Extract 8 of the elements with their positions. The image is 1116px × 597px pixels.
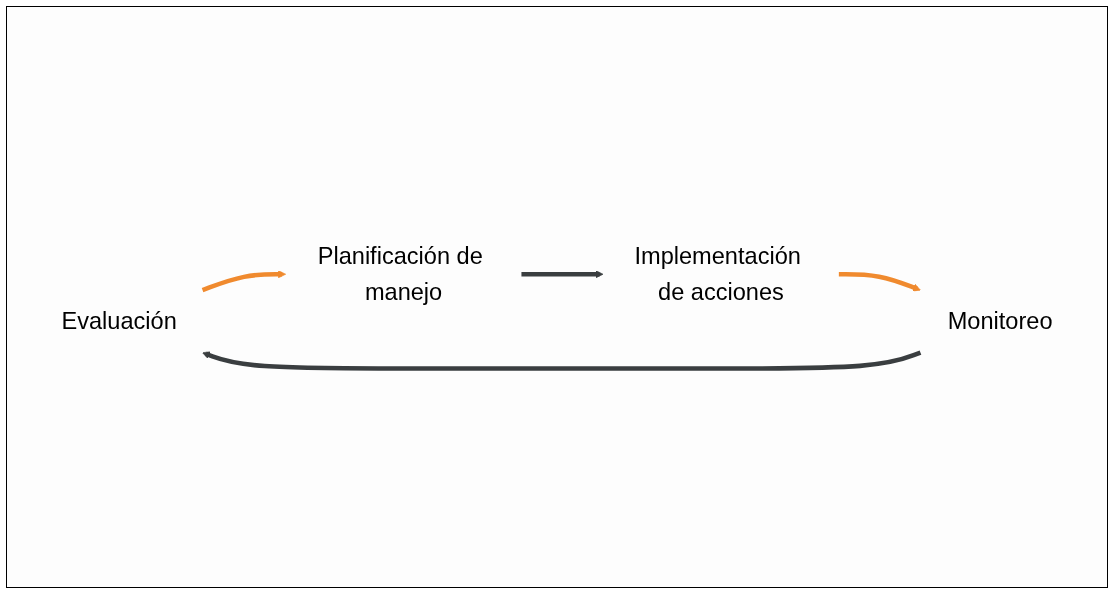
arrow <box>521 270 604 279</box>
arrow <box>202 350 922 371</box>
node-text: Monitoreo <box>947 307 1053 335</box>
node-text: Implementación de acciones <box>634 242 801 306</box>
node-text: Planificación de manejo <box>317 242 483 306</box>
arrow <box>201 270 286 293</box>
arrow <box>838 272 921 292</box>
node-text: Evaluación <box>61 307 177 335</box>
